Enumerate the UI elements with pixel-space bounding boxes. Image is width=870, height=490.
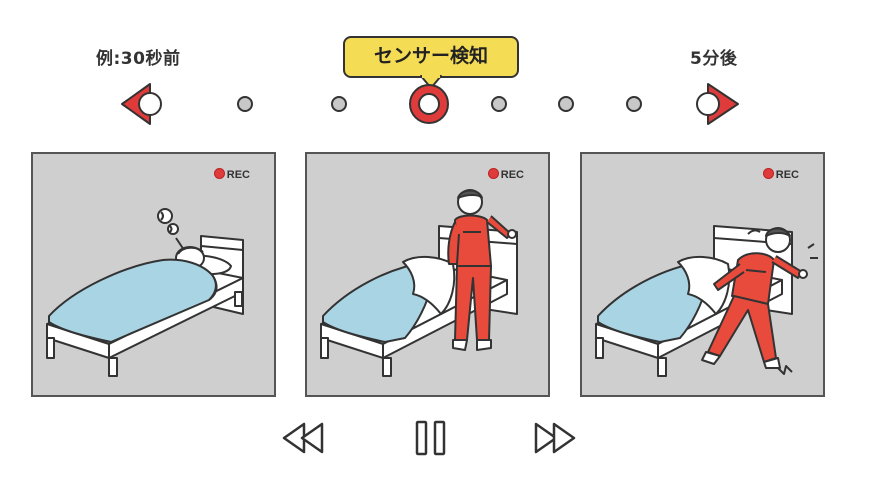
previous-arrow-icon[interactable] bbox=[121, 83, 162, 125]
rewind-icon[interactable] bbox=[280, 418, 332, 458]
sleeping-person-illustration bbox=[46, 208, 244, 377]
rec-label: REC bbox=[775, 169, 799, 181]
camera-panel-falling: REC bbox=[580, 152, 825, 397]
rec-indicator: REC bbox=[213, 168, 250, 181]
falling-person-illustration bbox=[595, 225, 818, 377]
rec-indicator: REC bbox=[487, 168, 524, 181]
timeline-dot[interactable] bbox=[331, 96, 347, 112]
timeline-dot[interactable] bbox=[558, 96, 574, 112]
sensor-marker-icon[interactable] bbox=[409, 84, 449, 124]
next-arrow-icon[interactable] bbox=[696, 83, 739, 125]
camera-panel-standing: REC bbox=[305, 152, 550, 397]
rec-indicator: REC bbox=[762, 168, 799, 181]
standing-person-illustration bbox=[320, 189, 518, 377]
rec-dot-icon bbox=[487, 168, 499, 179]
timeline-dot[interactable] bbox=[491, 96, 507, 112]
rec-label: REC bbox=[226, 169, 250, 181]
camera-panel-sleeping: REC bbox=[31, 152, 276, 397]
timeline-dot[interactable] bbox=[626, 96, 642, 112]
after-label: 5分後 bbox=[690, 49, 738, 69]
sensor-detected-label: センサー検知 bbox=[373, 45, 488, 67]
rec-dot-icon bbox=[762, 168, 774, 179]
rec-dot-icon bbox=[213, 168, 225, 179]
timeline-dot[interactable] bbox=[237, 96, 253, 112]
before-label: 例:30秒前 bbox=[96, 49, 181, 69]
callout-bubble bbox=[343, 36, 519, 89]
pause-icon[interactable] bbox=[411, 418, 451, 458]
sensor-callout: センサー検知 bbox=[343, 36, 519, 89]
fast-forward-icon[interactable] bbox=[528, 418, 580, 458]
timeline bbox=[121, 83, 739, 125]
rec-label: REC bbox=[500, 169, 524, 181]
